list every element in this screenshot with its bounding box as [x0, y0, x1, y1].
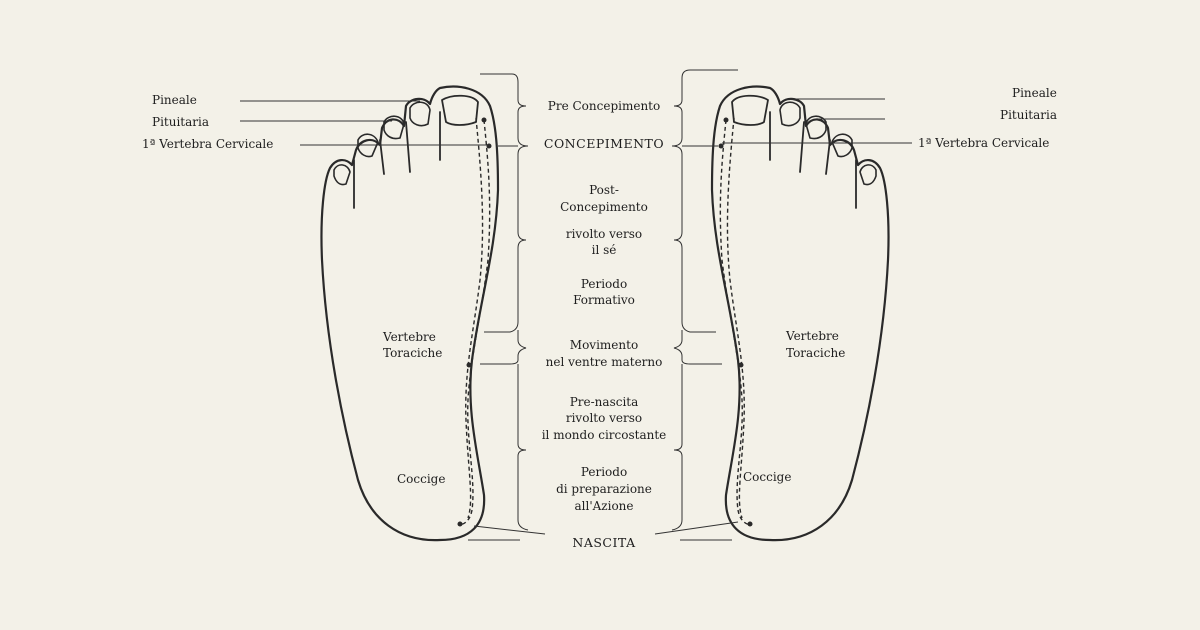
- phase-periodo-formativo-1: Periodo: [581, 277, 627, 291]
- phase-rivolto-se-2: il sé: [592, 243, 617, 257]
- right-label-vertebre: Vertebre: [785, 329, 839, 343]
- phase-movimento-2: nel ventre materno: [546, 355, 663, 369]
- phase-pre-nascita-2: rivolto verso: [566, 411, 642, 425]
- right-spine-line: [719, 119, 753, 526]
- phase-preparazione-3: all'Azione: [574, 499, 633, 513]
- phase-pre-concepimento: Pre Concepimento: [548, 99, 660, 113]
- left-label-vertebre: Vertebre: [382, 330, 436, 344]
- phase-post-concepimento-1: Post-: [589, 183, 619, 197]
- left-bracket: [468, 73, 546, 541]
- left-pointer-lines: [240, 100, 490, 146]
- left-toe-2: [409, 101, 431, 127]
- left-toe-5: [333, 164, 351, 186]
- right-big-toe-nail: [731, 94, 769, 126]
- left-foot: [320, 85, 500, 542]
- right-foot-outline: [710, 85, 890, 542]
- right-label-coccige: Coccige: [743, 470, 791, 484]
- left-toe-4: [357, 133, 379, 158]
- phase-movimento-1: Movimento: [570, 338, 638, 352]
- phase-post-concepimento-2: Concepimento: [560, 200, 648, 214]
- right-pointer-lines: [722, 98, 912, 144]
- left-label-coccige: Coccige: [397, 472, 445, 486]
- left-big-toe-nail: [441, 94, 479, 126]
- phase-labels: Pre Concepimento CONCEPIMENTO Post- Conc…: [542, 99, 667, 550]
- left-spine-line: [457, 119, 491, 526]
- right-label-pituitaria: Pituitaria: [1000, 108, 1057, 122]
- right-foot: [710, 85, 890, 542]
- left-label-vertebra-cervicale: 1ª Vertebra Cervicale: [142, 137, 273, 151]
- right-label-toraciche: Toraciche: [786, 346, 845, 360]
- right-label-pineale: Pineale: [1012, 86, 1057, 100]
- phase-pre-nascita-1: Pre-nascita: [570, 395, 639, 409]
- left-label-pituitaria: Pituitaria: [152, 115, 209, 129]
- phase-rivolto-se-1: rivolto verso: [566, 227, 642, 241]
- phase-nascita: NASCITA: [572, 535, 636, 550]
- phase-concepimento: CONCEPIMENTO: [544, 136, 664, 151]
- right-bracket: [654, 69, 739, 541]
- left-label-toraciche: Toraciche: [383, 346, 442, 360]
- right-label-vertebra-cervicale: 1ª Vertebra Cervicale: [918, 136, 1049, 150]
- left-foot-outline: [320, 85, 500, 542]
- phase-preparazione-2: di preparazione: [556, 482, 652, 496]
- left-toe-3: [383, 115, 405, 140]
- phase-periodo-formativo-2: Formativo: [573, 293, 635, 307]
- phase-pre-nascita-3: il mondo circostante: [542, 428, 667, 442]
- left-label-pineale: Pineale: [152, 93, 197, 107]
- phase-preparazione-1: Periodo: [581, 465, 627, 479]
